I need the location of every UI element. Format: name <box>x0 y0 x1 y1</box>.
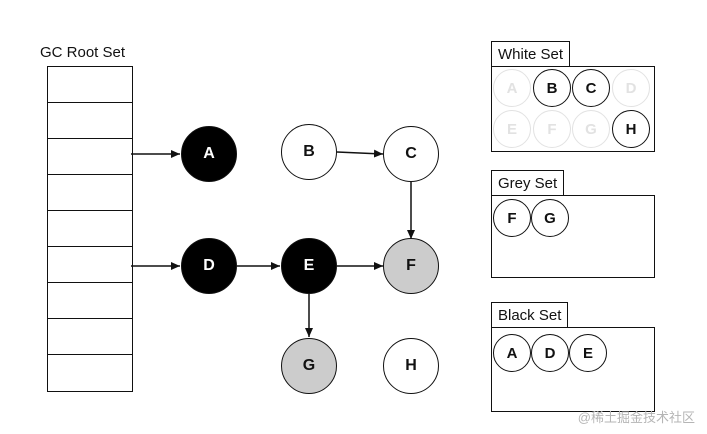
white-set-item: F <box>533 110 571 148</box>
black-set-item: A <box>493 334 531 372</box>
root-slot <box>48 247 132 283</box>
watermark: @稀土掘金技术社区 <box>577 410 695 425</box>
root-slot <box>48 103 132 139</box>
white-set-item: C <box>572 69 610 107</box>
node-h: H <box>383 338 439 394</box>
white-set-item: G <box>572 110 610 148</box>
black-set-title: Black Set <box>491 302 569 328</box>
white-set-box: A B C D E F G H <box>491 66 655 152</box>
root-slot <box>48 139 132 175</box>
black-set-item: D <box>531 334 569 372</box>
black-set-item: E <box>569 334 607 372</box>
grey-set-item: F <box>493 199 531 237</box>
node-f: F <box>383 238 439 294</box>
white-set-item: A <box>493 69 531 107</box>
grey-set-item: G <box>531 199 569 237</box>
black-set-box: A D E <box>491 327 655 412</box>
node-a: A <box>181 126 237 182</box>
root-slot <box>48 283 132 319</box>
white-set-item: E <box>493 110 531 148</box>
gc-root-set-title: GC Root Set <box>40 44 126 61</box>
gc-root-stack <box>47 66 133 392</box>
grey-set-box: F G <box>491 195 655 278</box>
white-set-item: H <box>612 110 650 148</box>
node-b: B <box>281 124 337 180</box>
node-g: G <box>281 338 337 394</box>
root-slot <box>48 67 132 103</box>
grey-set-title: Grey Set <box>491 170 565 196</box>
root-slot <box>48 175 132 211</box>
white-set-item: B <box>533 69 571 107</box>
node-e: E <box>281 238 337 294</box>
white-set-title: White Set <box>491 41 571 67</box>
node-c: C <box>383 126 439 182</box>
white-set-item: D <box>612 69 650 107</box>
root-slot <box>48 319 132 355</box>
root-slot <box>48 211 132 247</box>
edge-b-to-c <box>336 149 384 158</box>
node-d: D <box>181 238 237 294</box>
